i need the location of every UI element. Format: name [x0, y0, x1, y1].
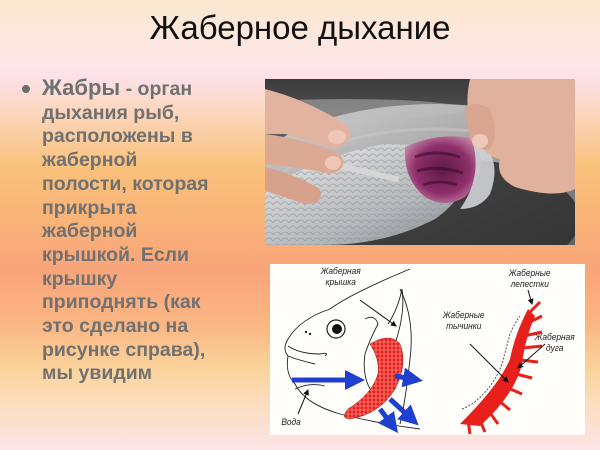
text-line: приподнять (как — [42, 291, 201, 314]
slide-title: Жаберное дыхание — [149, 9, 451, 46]
label-gill-filaments: Жаберные лепестки — [509, 268, 551, 290]
label-gill-arch: Жаберная дуга — [535, 332, 575, 354]
bullet-text-block: Жабры - орган дыхания рыб, расположены в… — [20, 76, 260, 450]
lead-term: Жабры — [42, 76, 121, 100]
text-line: крышкой. Если — [42, 243, 190, 266]
bullet-dot-icon — [22, 85, 30, 93]
text-line: прикрыта — [42, 196, 137, 219]
label-gill-filaments-line2: лепестки — [510, 279, 549, 290]
label-gill-arch-line1: Жаберная — [534, 332, 575, 343]
text-line: рисунке справа), — [42, 338, 206, 361]
label-gill-arch-line2: дуга — [546, 343, 564, 354]
text-fragment: - орган — [120, 78, 193, 100]
label-gill-filaments-line1: Жаберные — [508, 268, 551, 279]
gill-anatomy-diagram: Вода Жаберная крышка Жаберные тычинки Жа… — [270, 264, 585, 435]
text-line: жаберной — [42, 149, 138, 172]
fish-gill-photo — [265, 79, 575, 245]
text-line: крышку — [42, 267, 118, 290]
label-gill-rakers-line1: Жаберные — [442, 310, 485, 321]
bullet-paragraph: Жабры - орган дыхания рыб, расположены в… — [42, 76, 260, 386]
text-line: расположены в — [42, 125, 193, 148]
label-gill-cover-line2: крышка — [325, 277, 356, 288]
text-line: полости, которая — [42, 172, 209, 195]
text-line-1: Жабры - орган — [42, 76, 260, 102]
label-water: Вода — [281, 417, 301, 428]
diagram-illustration — [284, 268, 546, 435]
text-line: это сделано на — [42, 315, 189, 338]
text-line: дыхания рыб, — [42, 101, 180, 124]
label-gill-cover-line1: Жаберная — [320, 266, 361, 277]
fish-photo-illustration — [265, 79, 575, 245]
label-gill-rakers-line2: тычинки — [446, 321, 482, 332]
label-gill-rakers: Жаберные тычинки — [443, 310, 485, 332]
text-line: жаберной — [42, 220, 138, 243]
text-line: мы увидим — [42, 362, 153, 385]
label-gill-cover: Жаберная крышка — [321, 266, 361, 288]
